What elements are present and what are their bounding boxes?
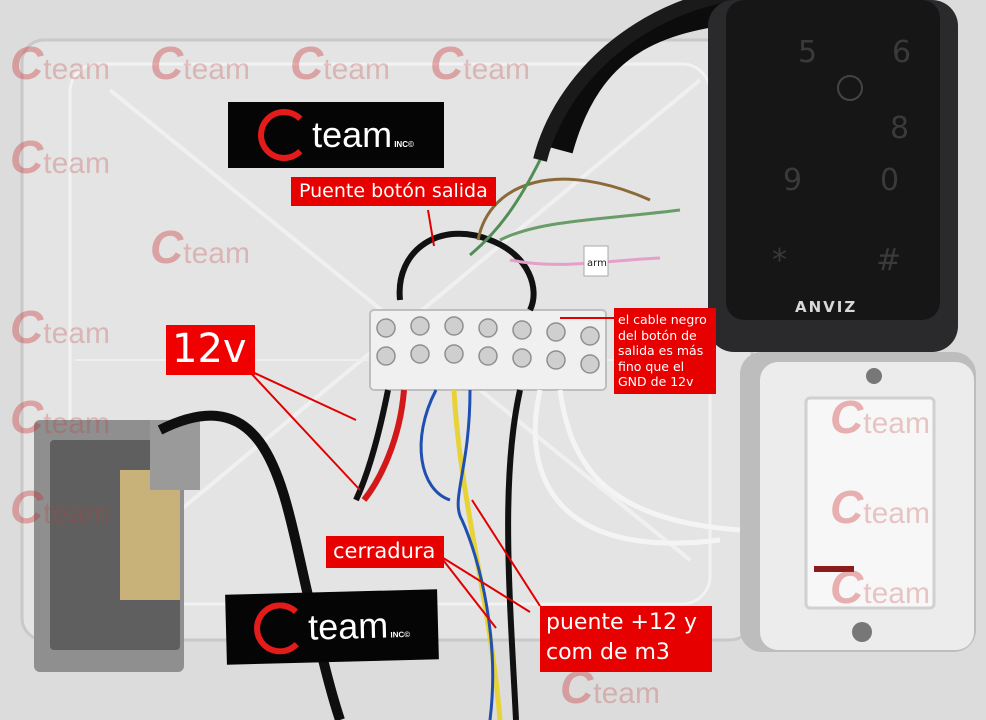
door-lock [34, 420, 200, 672]
brand-text: ANVIZ [795, 298, 857, 316]
svg-text:5: 5 [798, 35, 817, 70]
label-12v: 12v [166, 325, 255, 375]
logo-c-icon [253, 601, 307, 656]
svg-text:#: # [876, 243, 901, 278]
exit-button-device [740, 352, 976, 652]
label-note-cable-negro: el cable negro del botón de salida es má… [614, 308, 716, 394]
svg-text:0: 0 [880, 163, 899, 198]
team-logo: team INC© [225, 589, 439, 665]
logo-c-icon [258, 109, 311, 161]
label-puente-com: puente +12 y com de m3 [540, 606, 712, 672]
terminal-block [369, 309, 607, 391]
keypad-device: 5 6 8 9 0 * # ANVIZ [708, 0, 958, 352]
svg-text:9: 9 [783, 163, 802, 198]
svg-text:6: 6 [892, 35, 911, 70]
svg-text:8: 8 [890, 111, 909, 146]
label-cerradura: cerradura [326, 536, 445, 568]
team-logo: team INC© [228, 102, 444, 168]
terminal-tag-text: arm [587, 258, 607, 269]
svg-text:*: * [772, 243, 787, 278]
label-puente-boton-salida: Puente botón salida [291, 177, 496, 206]
